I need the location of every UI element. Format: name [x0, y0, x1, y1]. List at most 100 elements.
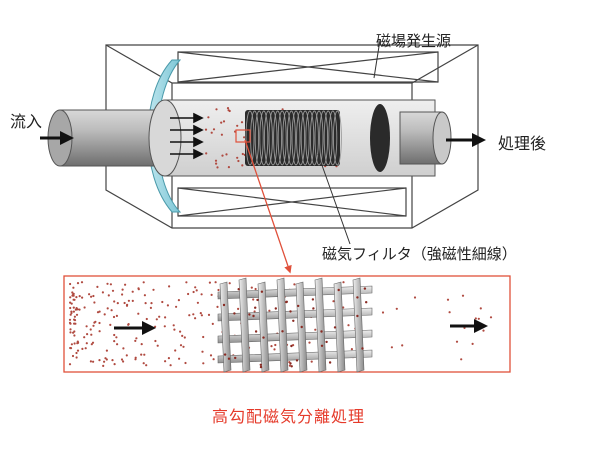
particle	[314, 328, 317, 331]
particle	[192, 313, 195, 316]
particle	[71, 294, 74, 297]
particle	[448, 311, 451, 314]
coil-ring	[305, 110, 315, 166]
particle	[73, 298, 76, 301]
particle	[292, 344, 295, 347]
particle	[158, 315, 161, 318]
particle	[69, 306, 72, 310]
particle	[75, 307, 78, 310]
trapped-particle	[300, 325, 303, 329]
particle	[489, 316, 493, 319]
particle	[101, 291, 104, 294]
trapped-particle	[222, 303, 226, 307]
particle	[83, 306, 86, 309]
particle	[381, 311, 385, 314]
trapped-particle	[292, 319, 295, 322]
outlet-pipe	[399, 111, 452, 165]
trapped-particle	[361, 347, 364, 350]
particle	[86, 333, 89, 336]
particle	[200, 293, 203, 296]
particle	[140, 343, 143, 346]
particle	[72, 331, 75, 334]
particle	[134, 356, 137, 359]
particle	[71, 291, 74, 294]
particle	[73, 342, 76, 345]
particle	[163, 325, 166, 328]
particle	[205, 152, 208, 155]
particle	[216, 305, 219, 308]
trapped-particle	[259, 365, 263, 369]
particle	[123, 301, 126, 305]
particle	[92, 360, 95, 363]
particle	[154, 339, 157, 343]
zoom-line	[244, 139, 292, 274]
particle	[273, 348, 276, 351]
filter-coil	[235, 110, 342, 166]
particle	[131, 290, 134, 293]
particle	[72, 306, 75, 309]
particle	[84, 347, 87, 350]
particle	[126, 303, 129, 306]
coil-ring	[323, 110, 333, 166]
particle	[293, 283, 296, 286]
particle	[214, 159, 218, 162]
particle	[188, 314, 191, 317]
coil-ring	[254, 110, 264, 166]
particle	[192, 290, 195, 294]
particle	[145, 364, 148, 367]
particle	[93, 301, 96, 304]
particle	[241, 152, 244, 156]
particle	[98, 359, 101, 362]
particle	[471, 342, 474, 345]
particle	[173, 328, 176, 331]
particle	[274, 343, 277, 347]
magnetic-filter-label: 磁気フィルタ（強磁性細線）	[322, 245, 517, 263]
particle	[143, 353, 146, 356]
particle	[85, 342, 88, 345]
particle	[227, 166, 230, 169]
particle	[105, 358, 108, 361]
particle	[113, 300, 116, 303]
coil-ring	[268, 110, 278, 166]
particle	[172, 324, 175, 327]
particle	[69, 301, 72, 304]
particle	[461, 294, 465, 297]
trapped-particle	[262, 336, 265, 339]
particle	[217, 288, 220, 292]
outflow-arrow	[446, 133, 486, 147]
particle	[236, 124, 239, 127]
particle	[115, 314, 118, 317]
particle	[221, 154, 224, 157]
particle	[199, 312, 202, 315]
particle	[178, 357, 181, 360]
trapped-particle	[233, 312, 236, 315]
mesh-vertical-wire	[257, 281, 270, 373]
particle	[91, 341, 95, 344]
particle	[135, 337, 138, 340]
particle	[81, 296, 84, 299]
caption-label: 高勾配磁気分離処理	[212, 407, 366, 426]
particle	[195, 289, 198, 292]
particle	[207, 116, 210, 119]
trapped-particle	[254, 330, 258, 333]
trapped-particle	[290, 365, 293, 368]
particle	[164, 360, 167, 363]
particle	[169, 364, 172, 367]
trapped-particle	[254, 306, 257, 309]
trapped-particle	[311, 298, 315, 301]
particle	[137, 312, 140, 315]
particle	[215, 162, 218, 165]
particle	[96, 285, 99, 288]
particle	[110, 309, 113, 312]
particle	[347, 324, 350, 327]
particle	[194, 317, 197, 320]
coil-ring	[314, 110, 324, 166]
particle	[103, 313, 106, 316]
coil-ring	[291, 110, 301, 166]
particle	[477, 317, 480, 320]
particle	[236, 156, 239, 159]
particle	[68, 363, 72, 366]
trapped-particle	[223, 353, 227, 356]
particle	[194, 286, 197, 289]
mesh-vertical-wire	[276, 277, 289, 373]
